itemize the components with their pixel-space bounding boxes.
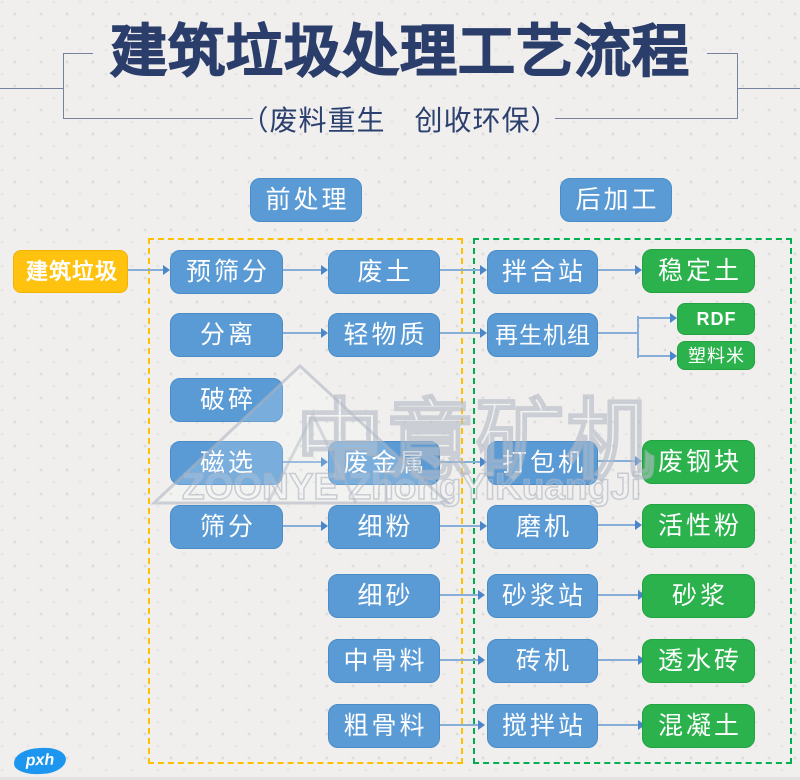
header-frame-top-right xyxy=(707,53,737,54)
node-permeable-brick: 透水砖 xyxy=(642,639,755,683)
arrow-mixingstation-to-stabilizedsoil xyxy=(598,265,642,275)
connector-branch-vertical xyxy=(637,316,639,358)
arrow-branch-to-rdf xyxy=(638,313,677,323)
arrow-wastesoil-to-mixingstation xyxy=(440,265,487,275)
node-scrap-metal: 废金属 xyxy=(328,441,440,485)
pxh-logo: pxh xyxy=(13,747,67,775)
pre-processing-zone xyxy=(148,238,463,764)
arrow-source-to-prescreening xyxy=(128,265,170,275)
node-pre-screening: 预筛分 xyxy=(170,250,283,294)
header-frame-right-edge xyxy=(737,53,738,119)
node-mortar-station: 砂浆站 xyxy=(487,574,598,618)
arrow-mortarstation-to-mortar xyxy=(597,590,645,600)
node-fine-sand: 细砂 xyxy=(328,574,440,618)
node-fine-powder: 细粉 xyxy=(328,505,440,549)
node-mill: 磨机 xyxy=(487,505,598,549)
node-mixing-plant: 搅拌站 xyxy=(487,704,598,748)
node-scrap-steel-block: 废钢块 xyxy=(642,440,755,484)
node-source-construction-waste: 建筑垃圾 xyxy=(13,250,128,293)
header-frame-left-edge xyxy=(63,53,64,119)
node-magnetic-separation: 磁选 xyxy=(170,441,283,485)
node-active-powder: 活性粉 xyxy=(642,504,755,548)
node-coarse-aggregate: 粗骨料 xyxy=(328,704,440,748)
node-recycling-unit: 再生机组 xyxy=(487,313,598,357)
arrow-lightmaterial-to-recyclingunit xyxy=(440,328,487,338)
node-waste-soil: 废土 xyxy=(328,250,440,294)
header-line-right xyxy=(737,88,800,89)
node-concrete: 混凝土 xyxy=(642,704,755,748)
node-medium-aggregate: 中骨料 xyxy=(328,639,440,683)
post-processing-zone xyxy=(473,238,792,764)
header-line-left xyxy=(0,88,63,89)
page-title: 建筑垃圾处理工艺流程 xyxy=(109,20,690,84)
arrow-mill-to-activepowder xyxy=(598,520,642,530)
arrow-magnetic-to-scrapmetal xyxy=(283,457,328,467)
node-brick-machine: 砖机 xyxy=(487,639,598,683)
node-rdf: RDF xyxy=(677,303,755,335)
node-baler: 打包机 xyxy=(487,441,598,485)
header-frame-bottom-left xyxy=(63,118,253,119)
arrow-branch-to-plasticpellets xyxy=(638,351,677,361)
node-mixing-station: 拌合站 xyxy=(487,250,598,294)
node-mortar: 砂浆 xyxy=(642,574,755,618)
node-crushing: 破碎 xyxy=(170,378,283,422)
arrow-separation-to-lightmaterial xyxy=(283,328,328,338)
arrow-finepowder-to-mill xyxy=(440,521,487,531)
arrow-mediumaggregate-to-brickmachine xyxy=(438,655,485,665)
connector-recyclingunit-stub xyxy=(598,332,638,334)
arrow-finesand-to-mortarstation xyxy=(438,590,485,600)
arrow-prescreening-to-wastesoil xyxy=(283,265,328,275)
node-light-material: 轻物质 xyxy=(328,313,440,357)
arrow-scrapmetal-to-baler xyxy=(440,457,487,467)
arrow-brickmachine-to-permeablebrick xyxy=(597,655,645,665)
section-label-pre: 前处理 xyxy=(250,178,362,222)
node-plastic-pellets: 塑料米 xyxy=(677,341,755,370)
node-separation: 分离 xyxy=(170,313,283,357)
arrow-coarseaggregate-to-mixingplant xyxy=(438,720,485,730)
arrow-mixingplant-to-concrete xyxy=(597,720,645,730)
arrow-screening-to-finepowder xyxy=(283,521,328,531)
header-frame-top-left xyxy=(63,53,93,54)
node-stabilized-soil: 稳定土 xyxy=(642,249,755,293)
page-subtitle: （废料重生 创收环保） xyxy=(240,105,560,136)
section-label-post: 后加工 xyxy=(560,178,672,222)
bottom-edge-line xyxy=(0,777,800,780)
header-frame-bottom-right xyxy=(555,118,737,119)
node-screening: 筛分 xyxy=(170,505,283,549)
arrow-baler-to-scrapsteel xyxy=(598,456,642,466)
